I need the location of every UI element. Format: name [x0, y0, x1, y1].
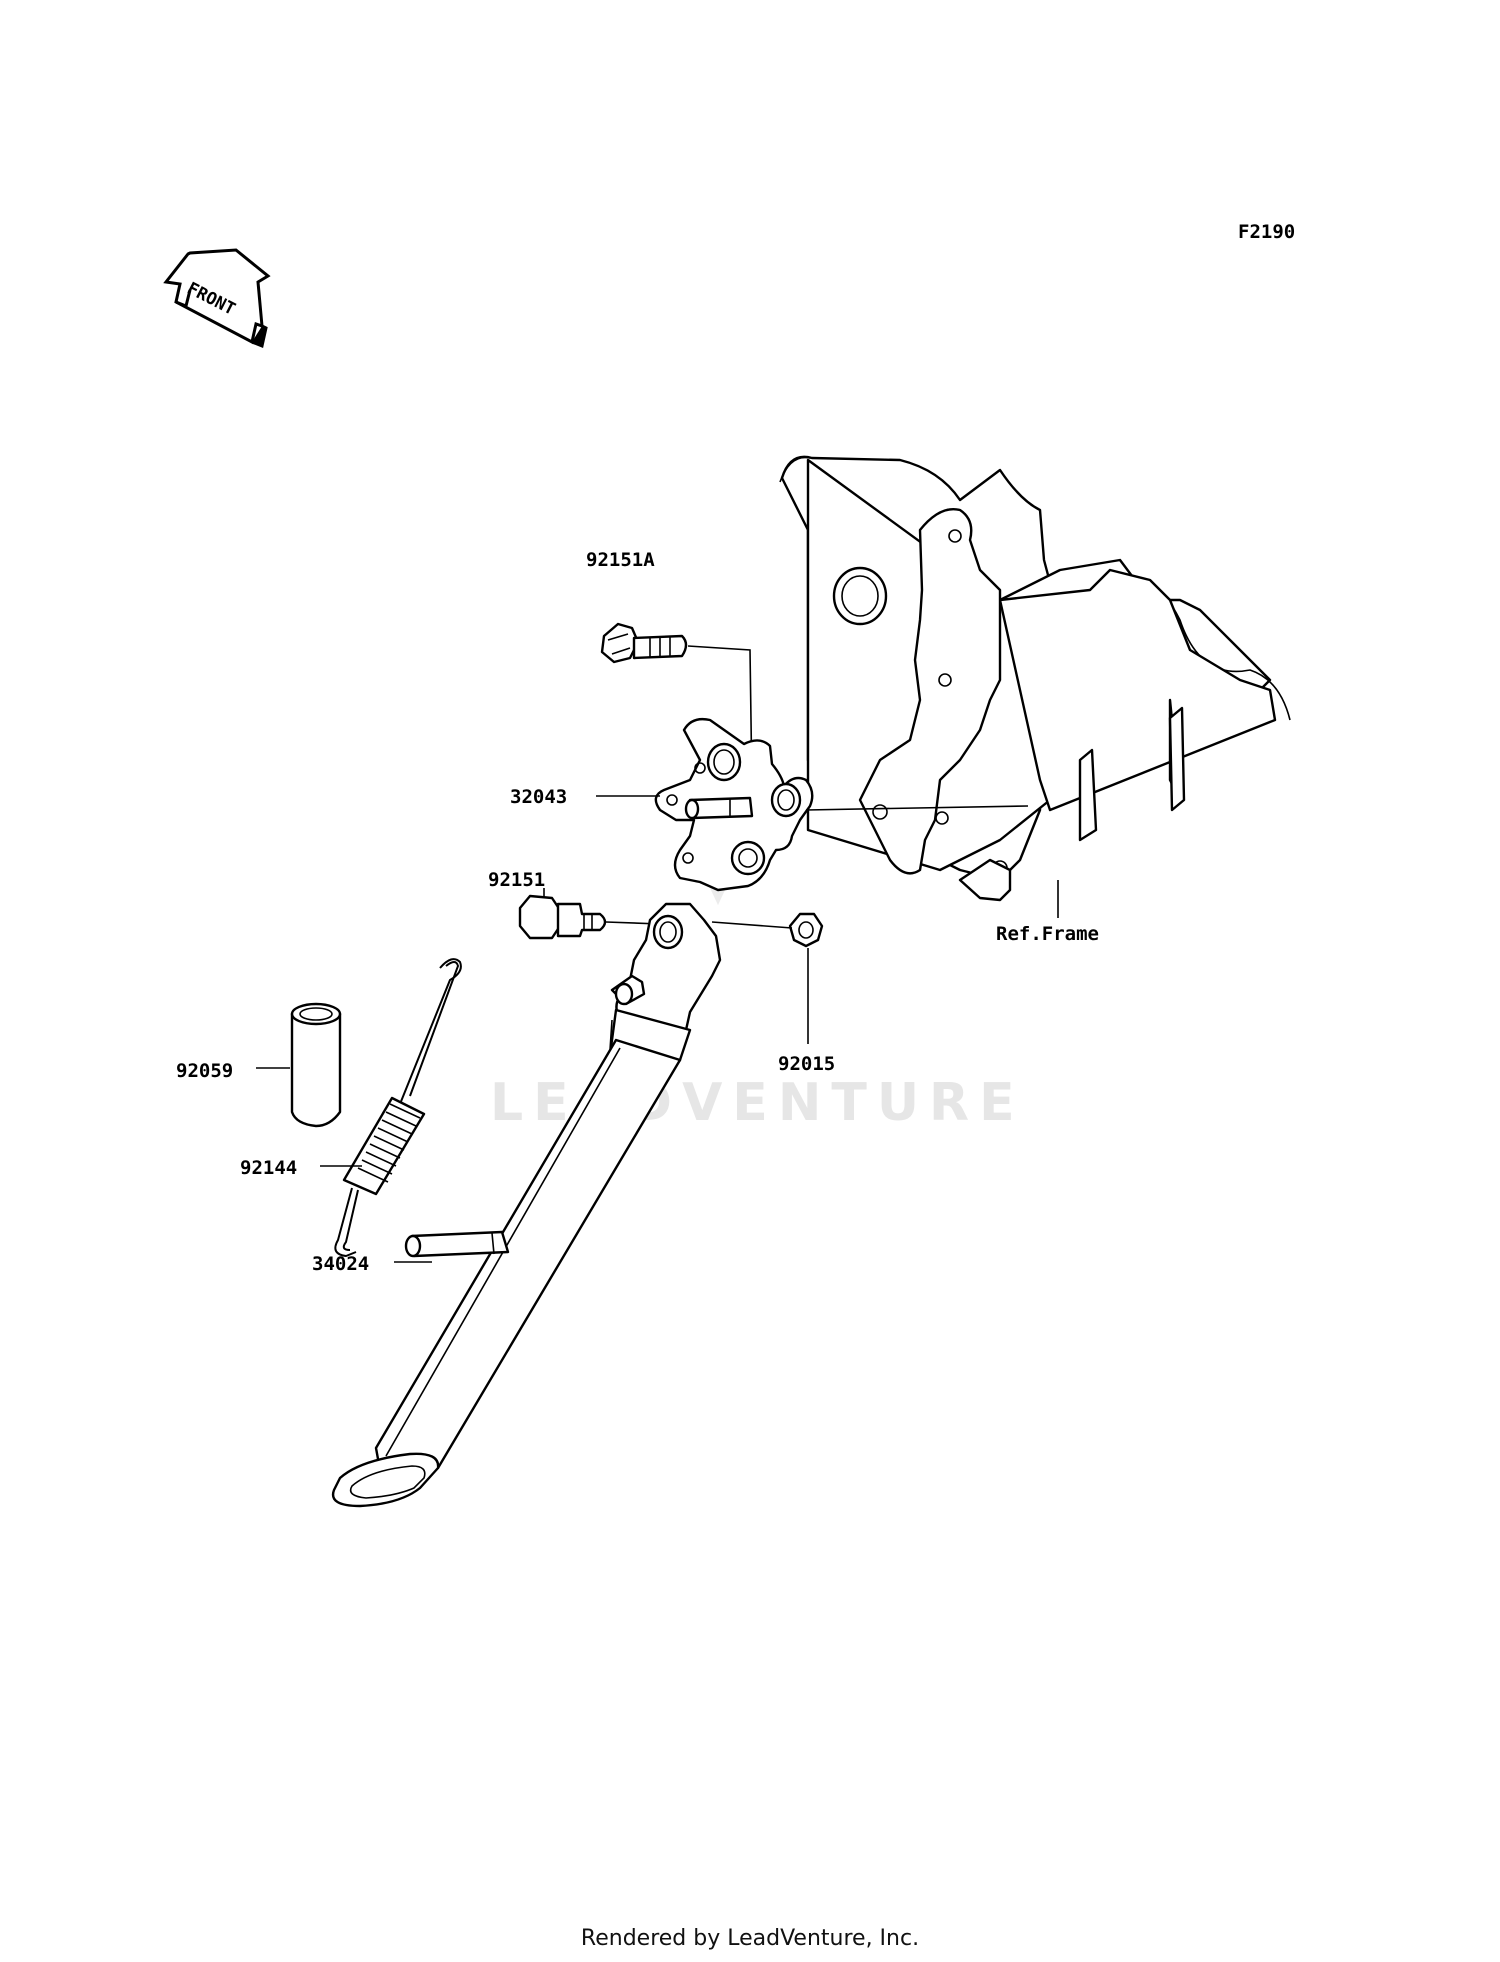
collar-92059	[290, 1002, 342, 1128]
ref-frame-label: Ref.Frame	[996, 923, 1099, 945]
callout-92015: 92015	[778, 1053, 835, 1075]
stand-pin	[404, 1230, 510, 1258]
callout-32043: 32043	[510, 786, 567, 808]
side-stand-34024	[331, 902, 722, 1508]
bracket-32043	[654, 717, 814, 892]
figure-code: F2190	[1238, 221, 1295, 243]
watermark: LEADVENTURE	[490, 832, 1015, 1133]
front-arrow-icon: FRONT	[163, 248, 271, 349]
callout-92151A: 92151A	[586, 549, 655, 571]
nut-leader	[711, 921, 793, 929]
bracket-frame-leader	[805, 805, 1029, 811]
bolt-92151A	[600, 622, 688, 664]
footer-credit: Rendered by LeadVenture, Inc.	[581, 1926, 919, 1951]
bolt-92151	[518, 894, 607, 940]
spring-92144	[334, 958, 462, 1258]
callout-92144: 92144	[240, 1157, 297, 1179]
callout-34024: 34024	[312, 1253, 369, 1275]
callout-92151: 92151	[488, 869, 545, 891]
callout-92059: 92059	[176, 1060, 233, 1082]
nut-92015	[788, 912, 824, 948]
frame-reference	[779, 455, 1291, 902]
